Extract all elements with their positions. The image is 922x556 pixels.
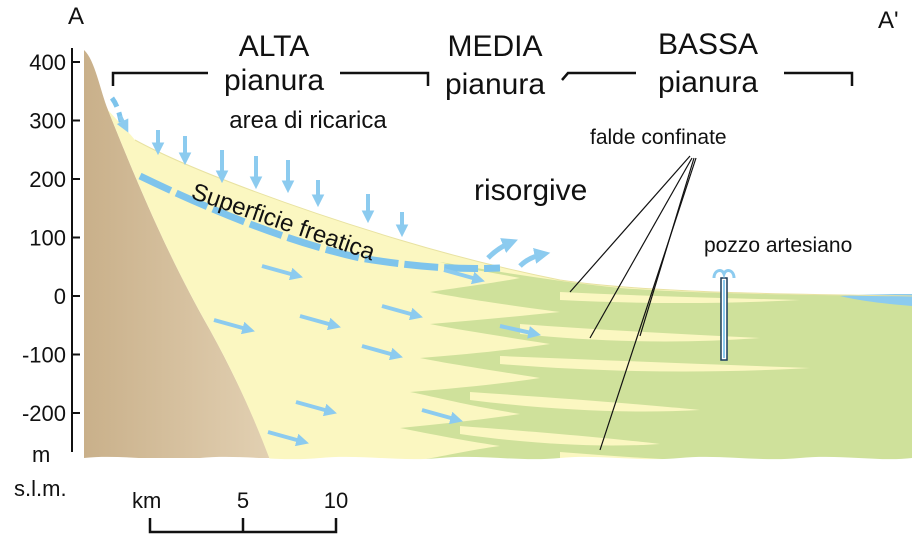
- water-table-line: [138, 172, 501, 273]
- water-table-upper: [109, 96, 125, 127]
- flow-arrow: [421, 408, 463, 425]
- sea: [840, 294, 912, 306]
- zone-alta-note: area di ricarica: [229, 107, 387, 134]
- section-start-label: A: [68, 3, 84, 30]
- flow-arrow: [295, 400, 337, 417]
- flow-arrow: [443, 268, 485, 285]
- springs-label: risorgive: [474, 174, 587, 207]
- flow-arrow: [267, 430, 309, 447]
- spring-arrows: [486, 238, 551, 268]
- zone-bassa-title: BASSA: [658, 28, 758, 61]
- flow-arrow: [381, 304, 423, 321]
- zone-media-title: MEDIA: [447, 30, 542, 63]
- scale-bar: [148, 518, 338, 534]
- groundwater-flow-arrows: [116, 115, 541, 447]
- gravel-lenses: [460, 292, 810, 460]
- y-axis-tick-label: 200: [29, 167, 66, 192]
- infiltration-arrows: [151, 130, 409, 238]
- zone-alta-subtitle: pianura: [224, 64, 324, 97]
- scale-bar-unit: km: [132, 488, 161, 513]
- flow-arrow: [361, 344, 403, 361]
- scale-bar-tick-10: 10: [324, 488, 348, 513]
- y-axis-tick-label: 100: [29, 226, 66, 251]
- zone-media-subtitle: pianura: [445, 68, 545, 101]
- zone-bassa-subtitle: pianura: [658, 66, 758, 99]
- confined-aquifers-label: falde confinate: [590, 126, 727, 149]
- y-axis-unit-line1: m: [32, 442, 50, 467]
- flow-arrow: [499, 324, 541, 339]
- y-axis-tick-label: -100: [22, 343, 66, 368]
- flow-arrow: [116, 115, 129, 133]
- zone-alta-title: ALTA: [239, 30, 310, 63]
- flow-arrow: [299, 314, 341, 331]
- scale-bar-tick-5: 5: [237, 488, 249, 513]
- y-axis-tick-label: 400: [29, 50, 66, 75]
- ground-surface: [134, 139, 913, 297]
- confined-aquifer-pointers: [569, 155, 697, 451]
- flow-arrow: [213, 318, 255, 335]
- y-axis-ticks: 400 300 200 100 0 -100 -200: [22, 50, 80, 426]
- artesian-well-label: pozzo artesiano: [704, 234, 852, 257]
- section-bottom-edge: [84, 456, 912, 556]
- zone-brackets: [111, 71, 854, 86]
- section-end-label: A': [878, 7, 899, 34]
- y-axis-tick-label: 0: [54, 284, 66, 309]
- y-axis-tick-label: 300: [29, 109, 66, 134]
- y-axis-tick-label: -200: [22, 401, 66, 426]
- bedrock-slope: [84, 50, 270, 458]
- clay-layers: [400, 262, 912, 460]
- y-axis-unit-line2: s.l.m.: [14, 476, 67, 501]
- flow-arrow: [261, 264, 303, 281]
- artesian-well: [712, 269, 736, 361]
